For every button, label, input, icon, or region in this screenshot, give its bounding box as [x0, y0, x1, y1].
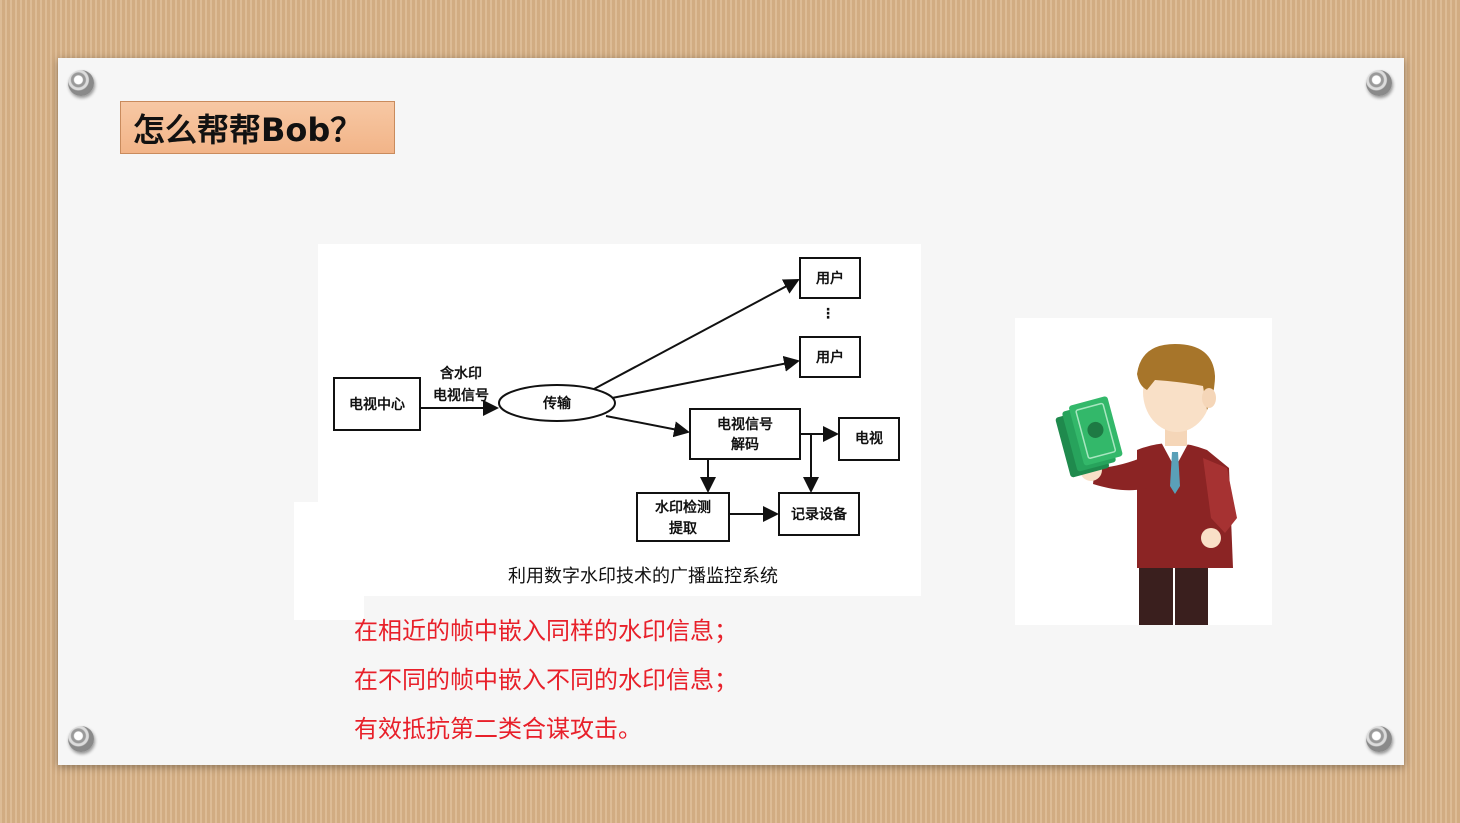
edge-label-line1: 含水印: [440, 365, 482, 382]
user-box-1: [799, 257, 861, 299]
bullet-item-1: 在相近的帧中嵌入同样的水印信息；: [354, 617, 738, 645]
transmission-ellipse: [498, 384, 616, 422]
decode-label-line1: 电视信号: [717, 416, 773, 433]
record-device-box: [778, 492, 860, 536]
record-label: 记录设备: [791, 506, 848, 523]
transmission-label: 传输: [542, 395, 572, 412]
tv-label: 电视: [855, 430, 883, 447]
edge-transmission-to-user-1: [593, 279, 800, 390]
bullet-list: 在相近的帧中嵌入同样的水印信息； 在不同的帧中嵌入不同的水印信息； 有效抵抗第二…: [354, 611, 738, 758]
edge-label-line2: 电视信号: [433, 387, 489, 404]
detect-label-line2: 提取: [669, 521, 698, 537]
detect-label-line1: 水印检测: [655, 499, 711, 516]
bullet-item-2: 在不同的帧中嵌入不同的水印信息；: [354, 666, 738, 694]
pin-top-left-icon: [68, 70, 94, 96]
slide-title: 怎么帮帮Bob？: [133, 110, 363, 149]
tv-center-label: 电视中心: [349, 396, 405, 413]
pin-bottom-right-icon: [1366, 726, 1392, 752]
bullet-item-3: 有效抵抗第二类合谋攻击。: [354, 715, 642, 743]
pin-bottom-left-icon: [68, 726, 94, 752]
person-illustration-frame: [1015, 318, 1272, 626]
decode-box: [689, 408, 801, 460]
user-box-2: [799, 336, 861, 378]
decode-label-line2: 解码: [731, 436, 759, 453]
user-2-label: 用户: [816, 349, 844, 366]
businessman-holding-money-icon: [1055, 344, 1237, 626]
title-box: 怎么帮帮Bob？: [120, 101, 395, 154]
watermark-detect-box: [636, 492, 730, 542]
user-1-label: 用户: [816, 270, 844, 287]
broadcast-monitor-diagram: 电视中心 含水印 电视信号 传输 用户 ⋮ 用户 电视信号 解码 电视 水印检测…: [333, 257, 900, 587]
edge-transmission-to-user-2: [611, 355, 800, 399]
diagram-caption: 利用数字水印技术的广播监控系统: [508, 566, 778, 587]
tv-box: [838, 417, 900, 461]
tv-center-box: [333, 377, 421, 431]
user-ellipsis: ⋮: [821, 306, 835, 322]
edge-transmission-to-decode: [605, 415, 690, 438]
pin-top-right-icon: [1366, 70, 1392, 96]
slide-card: 怎么帮帮Bob？ 电视中心 含水印 电视信号 传输 用户 ⋮: [58, 58, 1404, 765]
